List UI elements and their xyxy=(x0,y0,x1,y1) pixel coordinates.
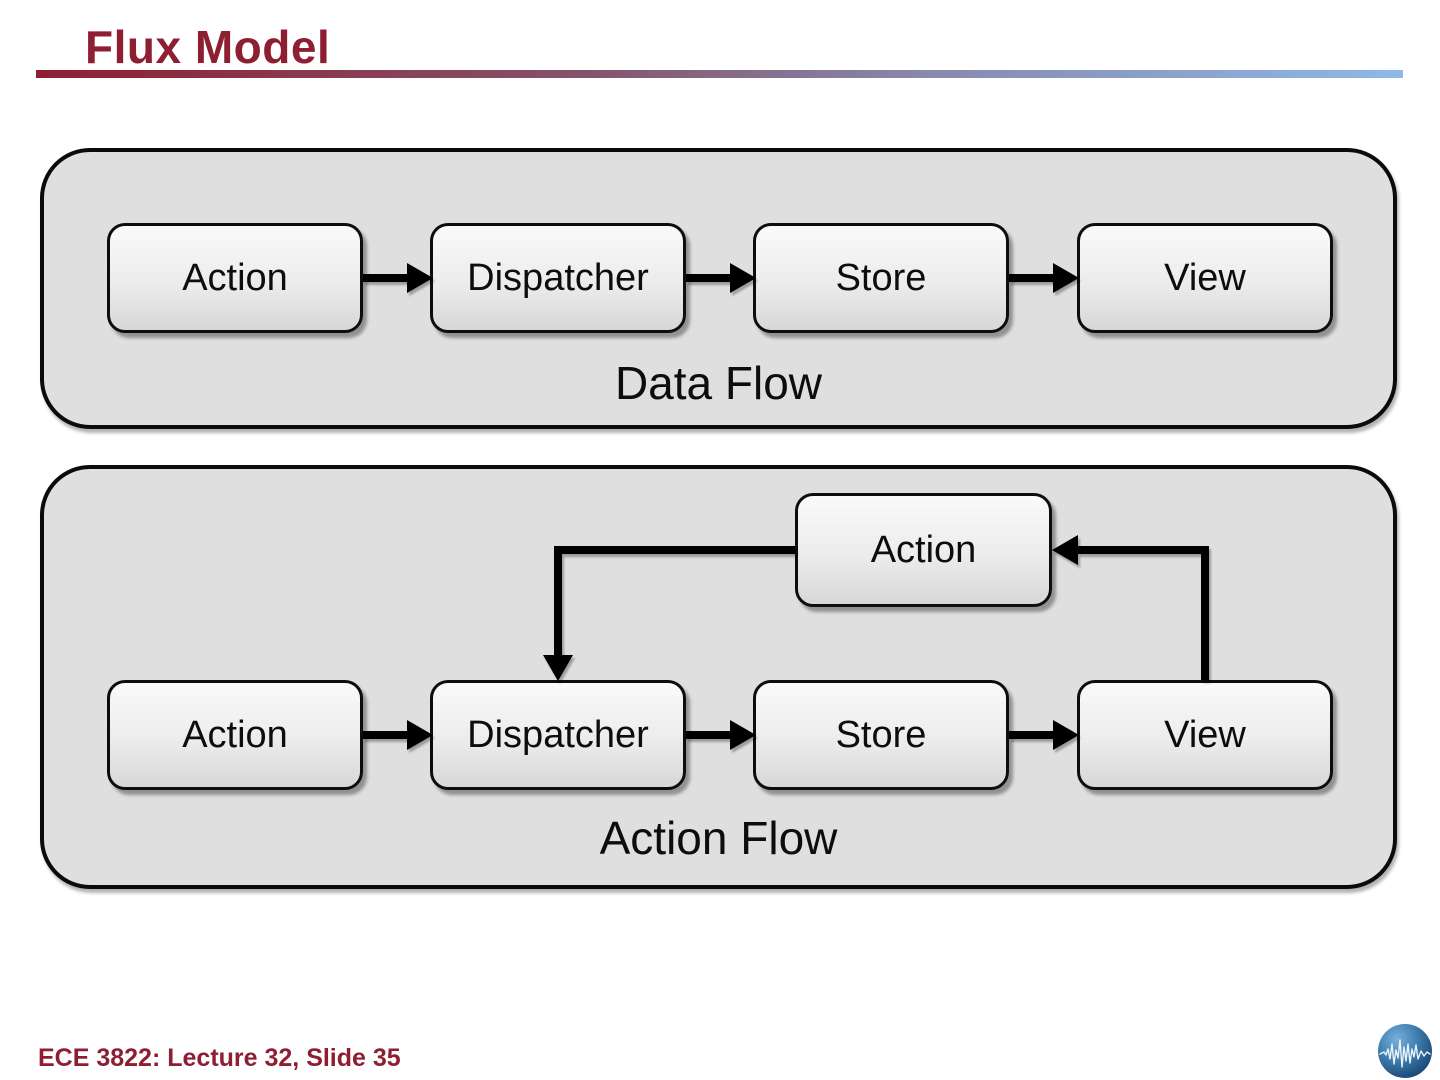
node-view: View xyxy=(1077,680,1333,790)
node-view: View xyxy=(1077,223,1333,333)
title-underline-rule xyxy=(36,70,1403,78)
node-label: Action xyxy=(870,528,977,571)
node-label: View xyxy=(1164,713,1246,756)
node-label: Store xyxy=(835,713,927,756)
node-label: Dispatcher xyxy=(467,713,649,756)
arrow-action-to-dispatcher xyxy=(363,263,433,293)
globe-logo xyxy=(1378,1024,1432,1078)
node-label: Action xyxy=(182,256,288,299)
node-action-loop: Action xyxy=(795,493,1052,607)
arrow-loopaction-to-dispatcher xyxy=(543,546,795,681)
arrow-store-to-view xyxy=(1009,720,1079,750)
node-dispatcher: Dispatcher xyxy=(430,223,686,333)
node-label: Store xyxy=(835,256,927,299)
node-store: Store xyxy=(753,223,1009,333)
arrow-action-to-dispatcher xyxy=(363,720,433,750)
waveform-icon xyxy=(1379,1039,1431,1068)
data-flow-panel: Action Dispatcher Store View Data Flow xyxy=(40,148,1397,429)
footer-slide-info: ECE 3822: Lecture 32, Slide 35 xyxy=(38,1044,401,1072)
node-action: Action xyxy=(107,680,363,790)
panel-caption: Data Flow xyxy=(614,357,823,409)
node-action: Action xyxy=(107,223,363,333)
panel-caption: Action Flow xyxy=(599,812,838,864)
page-title: Flux Model xyxy=(85,21,331,73)
arrow-dispatcher-to-store xyxy=(686,263,756,293)
arrow-dispatcher-to-store xyxy=(686,720,756,750)
node-label: Dispatcher xyxy=(467,256,649,299)
node-label: View xyxy=(1164,256,1246,299)
node-dispatcher: Dispatcher xyxy=(430,680,686,790)
arrow-store-to-view xyxy=(1009,263,1079,293)
arrow-view-to-loopaction xyxy=(1052,535,1209,680)
node-store: Store xyxy=(753,680,1009,790)
action-flow-panel: Action Action Dispatcher Store View Acti… xyxy=(40,465,1397,889)
node-label: Action xyxy=(182,713,288,756)
